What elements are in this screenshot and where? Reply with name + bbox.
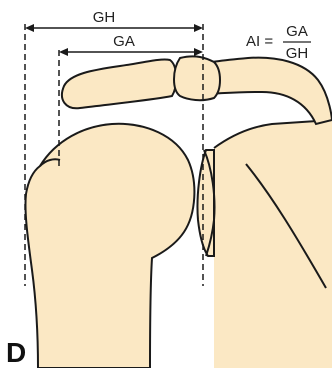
formula-denominator: GH (286, 45, 309, 62)
panel-letter: D (6, 337, 26, 368)
formula-numerator: GA (286, 23, 308, 40)
acromion-left (62, 60, 176, 109)
clavicle-end (174, 56, 220, 100)
ga-label: GA (113, 33, 135, 50)
scapula-body (214, 120, 332, 368)
ga-arrowhead-left (59, 48, 68, 56)
gh-arrowhead-left (25, 24, 34, 32)
formula-lhs: AI = (246, 33, 273, 50)
gh-arrowhead-right (194, 24, 203, 32)
ga-arrowhead-right (194, 48, 203, 56)
gh-label: GH (93, 9, 116, 26)
